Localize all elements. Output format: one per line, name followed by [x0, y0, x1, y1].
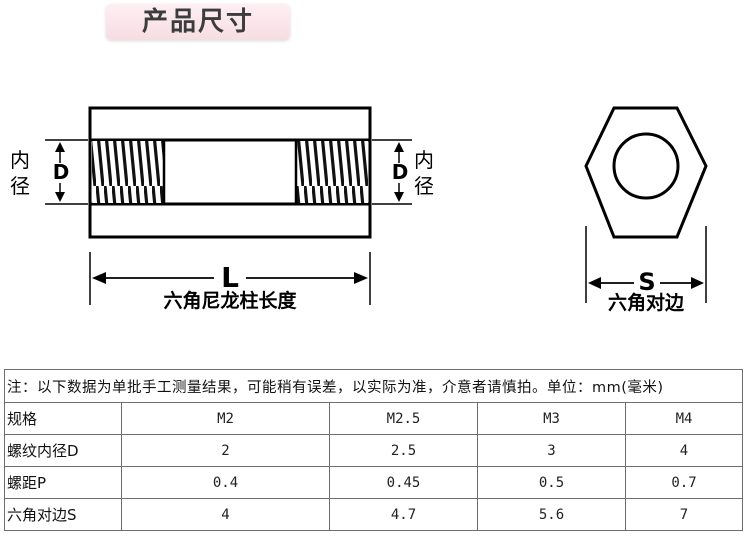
right-d-symbol: D: [391, 160, 409, 184]
s-caption: 六角对边: [607, 292, 684, 314]
table-header-row: 规格 M2 M2.5 M3 M4: [4, 402, 744, 435]
table-cell: 0.5: [477, 466, 626, 499]
header-cell: M2: [121, 402, 330, 435]
table-note-row: 注：以下数据为单批手工测量结果，可能稍有误差，以实际为准，介意者请慎拍。单位：m…: [3, 369, 744, 403]
spec-table-container: 注：以下数据为单批手工测量结果，可能稍有误差，以实际为准，介意者请慎拍。单位：m…: [3, 369, 744, 531]
header-cell: M3: [477, 402, 626, 435]
measurement-note: 注：以下数据为单批手工测量结果，可能稍有误差，以实际为准，介意者请慎拍。单位：m…: [3, 369, 744, 403]
length-caption: 六角尼龙柱长度: [163, 290, 297, 312]
right-thread: [296, 141, 368, 203]
left-inner-diameter-label: 内径: [10, 148, 30, 198]
table-cell: 0.4: [121, 466, 330, 499]
table-cell: 4.7: [329, 498, 478, 531]
row-label: 螺纹内径D: [4, 434, 122, 467]
hex-end-view: [584, 106, 708, 239]
spec-table: 注：以下数据为单批手工测量结果，可能稍有误差，以实际为准，介意者请慎拍。单位：m…: [3, 369, 744, 531]
table-cell: 4: [624, 434, 744, 467]
s-dimension: [585, 226, 707, 303]
right-inner-diameter-label: 内径: [414, 148, 434, 198]
length-symbol: L: [221, 261, 239, 294]
table-cell: 0.45: [329, 466, 478, 499]
table-cell: 7: [624, 498, 744, 531]
spacer-side-view: [88, 106, 372, 239]
row-label: 六角对边S: [4, 498, 122, 531]
table-row: 六角对边S 4 4.7 5.6 7: [4, 498, 744, 531]
title-badge: 产品尺寸: [106, 4, 290, 40]
header-cell: M4: [624, 402, 744, 435]
table-cell: 0.7: [624, 466, 744, 499]
length-dimension: [89, 252, 371, 305]
table-cell: 3: [477, 434, 626, 467]
table-row: 螺距P 0.4 0.45 0.5 0.7: [4, 466, 744, 499]
left-thread: [92, 141, 164, 203]
table-cell: 5.6: [477, 498, 626, 531]
right-d-dimension: [372, 139, 412, 205]
left-d-symbol: D: [52, 160, 70, 184]
table-row: 螺纹内径D 2 2.5 3 4: [4, 434, 744, 467]
page-title: 产品尺寸: [141, 7, 254, 37]
s-symbol: S: [638, 268, 656, 296]
header-cell: M2.5: [329, 402, 478, 435]
hex-bore: [612, 132, 680, 200]
table-cell: 4: [121, 498, 330, 531]
header-cell: 规格: [4, 402, 122, 435]
table-cell: 2.5: [329, 434, 478, 467]
row-label: 螺距P: [4, 466, 122, 499]
table-cell: 2: [121, 434, 330, 467]
dimension-drawing: [45, 106, 708, 305]
left-d-dimension: [45, 139, 88, 205]
